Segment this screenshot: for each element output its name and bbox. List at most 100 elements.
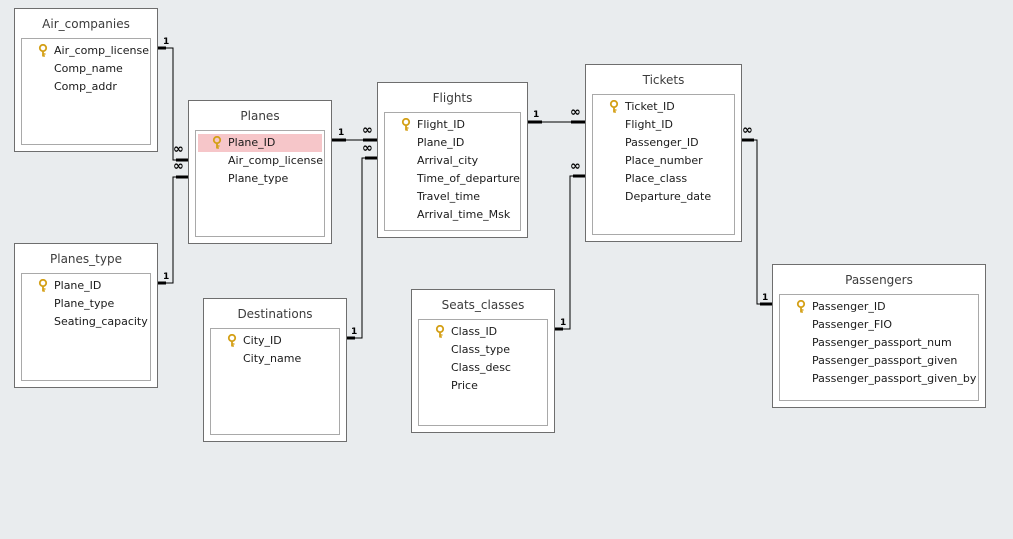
primary-key-icon <box>435 324 445 338</box>
field-row[interactable]: Comp_name <box>22 60 150 78</box>
field-name: Passenger_ID <box>812 300 886 313</box>
field-row[interactable]: Place_class <box>593 170 734 188</box>
table-title[interactable]: Passengers <box>845 273 913 287</box>
relationship-many-label: ∞ <box>362 123 373 138</box>
table-title[interactable]: Air_companies <box>42 17 130 31</box>
field-name: Class_ID <box>451 325 498 338</box>
field-row[interactable]: City_ID <box>211 332 339 350</box>
field-row[interactable]: Seating_capacity <box>22 313 150 331</box>
field-row[interactable]: Plane_ID <box>22 277 150 295</box>
table-title[interactable]: Tickets <box>642 73 685 87</box>
field-row[interactable]: Departure_date <box>593 188 734 206</box>
table-title[interactable]: Planes <box>240 109 280 123</box>
field-row[interactable]: Plane_type <box>196 170 324 188</box>
table-title[interactable]: Seats_classes <box>441 298 525 312</box>
field-name: Passenger_passport_given_by <box>812 372 977 385</box>
relationship-one-label: 1 <box>533 110 540 120</box>
primary-key-icon <box>796 299 806 313</box>
field-row[interactable]: Travel_time <box>385 188 520 206</box>
field-list[interactable]: City_ID City_name <box>210 328 340 435</box>
relationship-line[interactable] <box>555 175 585 330</box>
relationship-line[interactable] <box>158 176 188 284</box>
field-row[interactable]: Passenger_FIO <box>780 316 978 334</box>
field-name: Passenger_passport_given <box>812 354 958 367</box>
field-list[interactable]: Passenger_ID Passenger_FIO Passenger_passp… <box>779 294 979 401</box>
field-name: Time_of_departure <box>417 172 520 185</box>
field-row[interactable]: Arrival_city <box>385 152 520 170</box>
field-row[interactable]: Passenger_passport_given <box>780 352 978 370</box>
field-name: Plane_ID <box>228 136 276 149</box>
field-row[interactable]: Plane_ID <box>198 134 322 152</box>
field-name: Air_comp_license <box>54 44 149 57</box>
field-row[interactable]: Passenger_passport_num <box>780 334 978 352</box>
field-name: Price <box>451 379 478 392</box>
field-name: Flight_ID <box>417 118 465 131</box>
relationship-one-label: 1 <box>338 128 345 138</box>
field-row[interactable]: Plane_type <box>22 295 150 313</box>
field-row[interactable]: Time_of_departure <box>385 170 520 188</box>
field-name: Comp_name <box>54 62 123 75</box>
field-row[interactable]: Passenger_passport_given_by <box>780 370 978 388</box>
field-name: Travel_time <box>417 190 481 203</box>
field-row[interactable]: Class_ID <box>419 323 547 341</box>
table-title[interactable]: Destinations <box>237 307 313 321</box>
field-name: Plane_ID <box>54 279 102 292</box>
relationship-one-label: 1 <box>351 327 358 337</box>
relationship-one-label: 1 <box>762 293 769 303</box>
field-row[interactable]: City_name <box>211 350 339 368</box>
field-row[interactable]: Air_comp_license <box>22 42 150 60</box>
field-name: Arrival_time_Msk <box>417 208 511 221</box>
field-name: Passenger_FIO <box>812 318 893 331</box>
relationship-line[interactable] <box>347 157 377 339</box>
field-row[interactable]: Flight_ID <box>593 116 734 134</box>
table-destinations[interactable]: Destinations City_ID City_name <box>203 298 347 442</box>
field-row[interactable]: Class_type <box>419 341 547 359</box>
field-row[interactable]: Plane_ID <box>385 134 520 152</box>
relationship-many-label: ∞ <box>173 142 184 157</box>
field-row[interactable]: Passenger_ID <box>593 134 734 152</box>
relationship-one-label: 1 <box>163 272 170 282</box>
relationship-many-label: ∞ <box>570 159 581 174</box>
field-row[interactable]: Ticket_ID <box>593 98 734 116</box>
primary-key-icon <box>401 117 411 131</box>
relationship-many-label: ∞ <box>570 105 581 120</box>
field-name: Seating_capacity <box>54 315 148 328</box>
field-row[interactable]: Comp_addr <box>22 78 150 96</box>
field-row[interactable]: Arrival_time_Msk <box>385 206 520 224</box>
table-title[interactable]: Planes_type <box>50 252 122 266</box>
table-title[interactable]: Flights <box>432 91 473 105</box>
relationship-many-label: ∞ <box>362 141 373 156</box>
relationship-many-label: ∞ <box>173 159 184 174</box>
primary-key-icon <box>38 43 48 57</box>
field-row[interactable]: Air_comp_license <box>196 152 324 170</box>
field-name: City_ID <box>243 334 282 347</box>
field-name: Plane_type <box>228 172 289 185</box>
field-row[interactable]: Passenger_ID <box>780 298 978 316</box>
field-row[interactable]: Place_number <box>593 152 734 170</box>
relationship-many-label: ∞ <box>742 123 753 138</box>
field-row[interactable]: Price <box>419 377 547 395</box>
field-name: Class_type <box>451 343 511 356</box>
primary-key-icon <box>609 99 619 113</box>
field-row[interactable]: Class_desc <box>419 359 547 377</box>
field-row[interactable]: Flight_ID <box>385 116 520 134</box>
relationship-line[interactable] <box>742 139 772 305</box>
field-name: Passenger_passport_num <box>812 336 952 349</box>
field-name: Ticket_ID <box>625 100 675 113</box>
primary-key-icon <box>38 278 48 292</box>
field-name: Plane_ID <box>417 136 465 149</box>
